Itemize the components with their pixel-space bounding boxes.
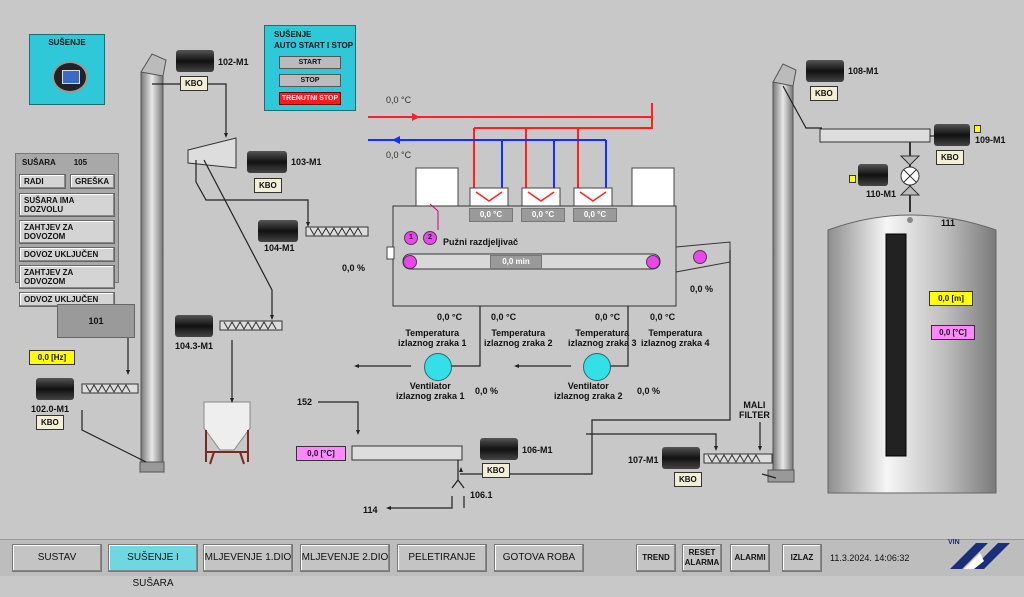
kbo-108[interactable]: KBO xyxy=(810,86,838,101)
belt-end-left xyxy=(403,255,417,269)
process-diagram xyxy=(36,50,997,510)
fault-indicator: GREŠKA xyxy=(69,174,115,189)
nav-sustav[interactable]: SUSTAV xyxy=(12,544,102,572)
kbo-102[interactable]: KBO xyxy=(180,76,208,91)
fan-2-percent: 0,0 % xyxy=(637,386,661,396)
node-152: 152 xyxy=(297,397,313,407)
fan-2-icon[interactable] xyxy=(583,353,611,381)
indicator-110 xyxy=(849,175,856,183)
motor-107-label: 107-M1 xyxy=(628,455,659,465)
kbo-109[interactable]: KBO xyxy=(936,150,964,165)
dryer-status-panel: SUŠARA 105 RADI GREŠKA SUŠARA IMA DOZVOL… xyxy=(15,153,119,307)
silo-level-readout: 0,0 [m] xyxy=(929,291,973,306)
nav-susenje[interactable]: SUŠENJE I SUŠARA xyxy=(108,544,198,589)
inlet-percent: 0,0 % xyxy=(342,263,366,273)
fan-1-icon[interactable] xyxy=(424,353,452,381)
motor-104-label: 104-M1 xyxy=(264,243,295,253)
outlet-percent: 0,0 % xyxy=(690,284,714,294)
inlet-152-temp: 0,0 [°C] xyxy=(296,446,346,461)
heater-3-temp: 0,0 °C xyxy=(573,208,617,222)
outlet-temp-1: 0,0 °C xyxy=(437,312,463,322)
vin-logo-text: VIN xyxy=(948,539,960,546)
removal-request-indicator: ZAHTJEV ZA ODVOZOM xyxy=(19,265,115,289)
exit-button[interactable]: IZLAZ xyxy=(782,544,822,572)
dryer-icon xyxy=(52,61,88,93)
datetime: 11.3.2024. 14:06:32 xyxy=(830,553,910,563)
nav-gotova-roba[interactable]: GOTOVA ROBA xyxy=(494,544,584,572)
bin-101[interactable]: 101 xyxy=(57,304,135,338)
frequency-readout: 0,0 [Hz] xyxy=(29,350,75,365)
vin-logo: VIN xyxy=(946,539,1016,573)
motor-110-label: 110-M1 xyxy=(866,189,897,199)
kbo-106[interactable]: KBO xyxy=(482,463,510,478)
start-button[interactable]: START xyxy=(279,56,341,69)
nav-peletiranje[interactable]: PELETIRANJE xyxy=(397,544,487,572)
auto-start-stop-panel: SUŠENJE AUTO START I STOP START STOP TRE… xyxy=(264,25,356,111)
node-114: 114 xyxy=(363,505,378,515)
fan-1-percent: 0,0 % xyxy=(475,386,499,396)
motor-109-label: 109-M1 xyxy=(975,135,1006,145)
stop-button[interactable]: STOP xyxy=(279,74,341,87)
belt-end-right xyxy=(646,255,660,269)
distributor-2[interactable]: 2 xyxy=(423,231,437,245)
distributor-1[interactable]: 1 xyxy=(404,231,418,245)
motor-102-label: 102-M1 xyxy=(218,57,249,67)
dryer-title: SUŠARA xyxy=(22,158,56,167)
discharge-indicator xyxy=(693,250,707,264)
motor-103-label: 103-M1 xyxy=(291,157,322,167)
kbo-103[interactable]: KBO xyxy=(254,178,282,193)
kbo-107[interactable]: KBO xyxy=(674,472,702,487)
outlet-temp-4: 0,0 °C xyxy=(650,312,676,322)
silo-temp-readout: 0,0 [°C] xyxy=(931,325,975,340)
outlet-temp-2: 0,0 °C xyxy=(491,312,517,322)
emergency-stop-button[interactable]: TRENUTNI STOP xyxy=(279,92,341,105)
permission-indicator: SUŠARA IMA DOZVOLU xyxy=(19,193,115,217)
motor-104-3-label: 104.3-M1 xyxy=(175,341,214,351)
running-indicator: RADI xyxy=(19,174,66,189)
heater-1-temp: 0,0 °C xyxy=(469,208,513,222)
motor-108-label: 108-M1 xyxy=(848,66,879,76)
kbo-102-0[interactable]: KBO xyxy=(36,415,64,430)
motor-106-label: 106-M1 xyxy=(522,445,553,455)
supply-cold-temp: 0,0 °C xyxy=(386,150,412,160)
indicator-109 xyxy=(974,125,981,133)
nav-mljevenje-1[interactable]: MLJEVENJE 1.DIO xyxy=(203,544,293,572)
supply-hot-temp: 0,0 °C xyxy=(386,95,412,105)
drying-tile-title: SUŠENJE xyxy=(48,38,86,47)
outlet-temp-3: 0,0 °C xyxy=(595,312,621,322)
auto-panel-title2: AUTO START I STOP xyxy=(274,41,354,50)
heater-2-temp: 0,0 °C xyxy=(521,208,565,222)
auto-panel-title1: SUŠENJE xyxy=(274,30,312,39)
supply-request-indicator: ZAHTJEV ZA DOVOZOM xyxy=(19,220,115,244)
distributor-label: Pužni razdjeljivač xyxy=(443,237,519,247)
silo-label: 111 xyxy=(941,218,956,228)
dryer-number: 105 xyxy=(73,158,88,167)
trend-button[interactable]: TREND xyxy=(636,544,676,572)
belt-time-readout: 0,0 min xyxy=(490,255,542,269)
drying-tile[interactable]: SUŠENJE xyxy=(29,34,105,105)
supply-on-indicator: DOVOZ UKLJUČEN xyxy=(19,247,115,262)
nav-mljevenje-2[interactable]: MLJEVENJE 2.DIO xyxy=(300,544,390,572)
motor-102-0-label: 102.0-M1 xyxy=(31,404,70,414)
alarms-button[interactable]: ALARMI xyxy=(730,544,770,572)
node-106-1: 106.1 xyxy=(470,490,493,500)
